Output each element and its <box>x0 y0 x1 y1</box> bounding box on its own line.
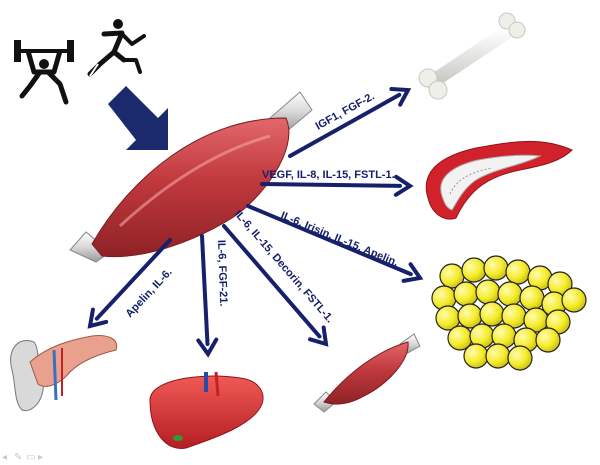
arrowhead-blood-vessel <box>393 174 414 197</box>
exercise-arrow <box>108 86 168 150</box>
label-pancreas: Apelin, IL-6. <box>123 266 174 320</box>
arrowhead-muscle <box>308 325 329 347</box>
adipocyte <box>561 287 587 313</box>
arrowhead-adipose-tissue <box>401 262 424 283</box>
liver <box>149 371 264 450</box>
label-liver: IL-6, FGF-21. <box>215 240 229 307</box>
adipocyte <box>519 285 545 311</box>
pen-icon[interactable]: ✎ <box>14 452 22 463</box>
arrow-to-blood-vessel <box>260 182 403 188</box>
adipocyte <box>479 301 505 327</box>
adipocyte <box>461 257 487 283</box>
arrowhead-liver <box>196 337 219 358</box>
label-adipose-tissue: IL-6, Irisin, IL-15, Apelin. <box>279 210 400 269</box>
adipocyte <box>505 259 531 285</box>
pancreas <box>10 335 118 412</box>
slide-nav[interactable]: ◂ ✎ ▭ ▸ <box>2 452 43 463</box>
adipocyte <box>483 255 509 281</box>
adipocyte <box>497 281 523 307</box>
bone <box>418 12 526 100</box>
arrow-to-pancreas <box>94 238 172 321</box>
weightlifter-icon <box>14 40 74 105</box>
arrow-to-muscle <box>222 224 322 339</box>
arrow-to-adipose-tissue <box>246 204 413 277</box>
arrow-to-bone <box>288 92 402 158</box>
target-muscle <box>313 333 421 413</box>
runner-icon <box>87 19 146 77</box>
central-muscle <box>69 91 313 263</box>
menu-icon[interactable]: ▭ <box>26 452 35 463</box>
adipose-tissue <box>431 255 587 371</box>
adipocyte <box>475 279 501 305</box>
prev-arrow-icon[interactable]: ◂ <box>2 452 7 463</box>
adipocyte <box>535 327 561 353</box>
arrowhead-bone <box>389 86 412 107</box>
label-blood-vessel: VEGF, IL-8, IL-15, FSTL-1. <box>262 169 395 181</box>
adipocyte <box>485 343 511 369</box>
arrow-to-liver <box>200 234 210 347</box>
arrowhead-pancreas <box>87 307 109 329</box>
adipocyte <box>507 345 533 371</box>
adipocyte <box>453 281 479 307</box>
next-arrow-icon[interactable]: ▸ <box>38 452 43 463</box>
blood-vessel <box>425 140 573 220</box>
adipocyte <box>463 343 489 369</box>
